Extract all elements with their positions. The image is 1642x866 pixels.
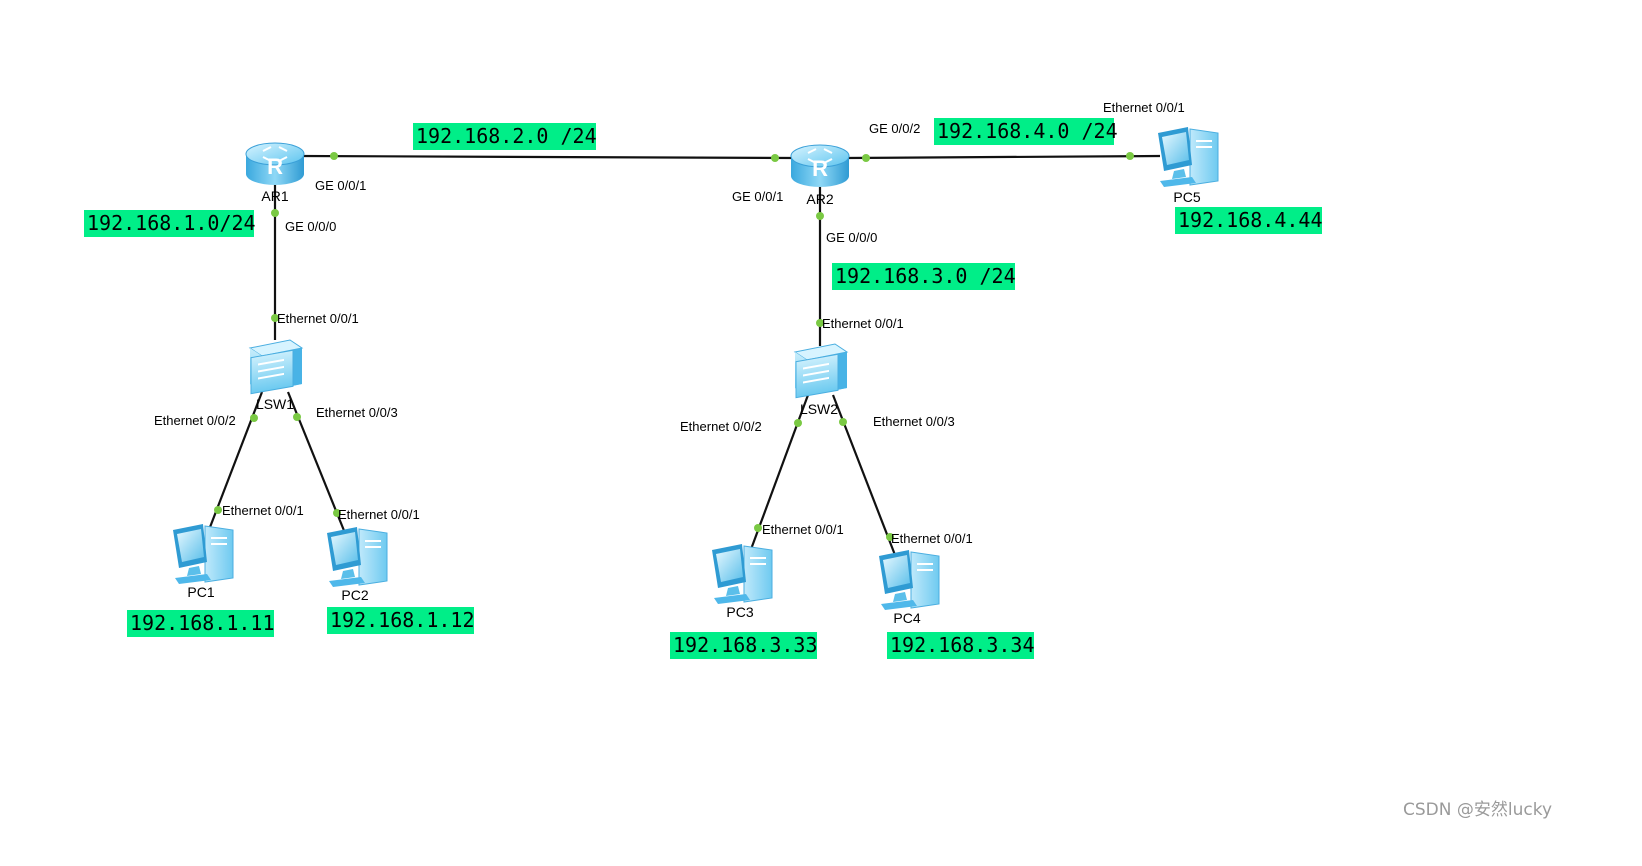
svg-text:192.168.1.11: 192.168.1.11	[130, 611, 275, 635]
port-dot	[794, 419, 802, 427]
ip-label-pc1: 192.168.1.11	[127, 610, 275, 637]
pc-pc5[interactable]	[1157, 126, 1219, 188]
svg-text:192.168.3.34: 192.168.3.34	[890, 633, 1035, 657]
port-label: GE 0/0/0	[826, 230, 877, 245]
port-dot	[271, 209, 279, 217]
pc-icon	[326, 526, 388, 588]
port-label: Ethernet 0/0/3	[873, 414, 955, 429]
device-name-pc1: PC1	[187, 584, 214, 600]
port-dot	[214, 506, 222, 514]
port-dot	[271, 314, 279, 322]
device-name-pc2: PC2	[341, 587, 368, 603]
port-label: GE 0/0/1	[315, 178, 366, 193]
port-label: Ethernet 0/0/3	[316, 405, 398, 420]
switch-lsw2[interactable]	[794, 343, 848, 399]
port-label: GE 0/0/1	[732, 189, 783, 204]
port-dot	[293, 413, 301, 421]
watermark: CSDN @安然lucky	[1403, 800, 1552, 820]
network-labels: 192.168.2.0 /24 192.168.4.0 /24 192.168.…	[84, 118, 1323, 659]
port-dot	[816, 212, 824, 220]
port-label: Ethernet 0/0/1	[222, 503, 304, 518]
svg-text:192.168.3.0 /24: 192.168.3.0 /24	[835, 264, 1016, 288]
device-name-ar1: AR1	[261, 188, 288, 204]
port-dot	[816, 319, 824, 327]
router-ar2[interactable]	[790, 144, 850, 188]
pc-icon	[878, 549, 940, 611]
device-name-lsw1: LSW1	[256, 396, 294, 412]
device-name-lsw2: LSW2	[800, 401, 838, 417]
device-names: AR1 AR2 LSW1 LSW2 PC1 PC2 PC3 PC4 PC5	[187, 188, 1200, 626]
port-dot	[754, 524, 762, 532]
port-label: Ethernet 0/0/1	[822, 316, 904, 331]
device-name-pc4: PC4	[893, 610, 920, 626]
port-dot	[862, 154, 870, 162]
port-dot	[250, 414, 258, 422]
links	[205, 154, 1161, 556]
svg-text:192.168.4.0 /24: 192.168.4.0 /24	[937, 119, 1118, 143]
port-label: Ethernet 0/0/2	[154, 413, 236, 428]
port-label: Ethernet 0/0/1	[1103, 100, 1185, 115]
pc-icon	[172, 523, 234, 585]
router-icon	[790, 144, 850, 188]
pc-pc2[interactable]	[326, 526, 388, 588]
port-label: Ethernet 0/0/1	[762, 522, 844, 537]
port-dot	[771, 154, 779, 162]
switch-lsw1[interactable]	[249, 339, 303, 395]
port-label: Ethernet 0/0/2	[680, 419, 762, 434]
network-label-192-168-2-0: 192.168.2.0 /24	[413, 123, 597, 150]
svg-text:192.168.1.12: 192.168.1.12	[330, 608, 475, 632]
ip-label-pc3: 192.168.3.33	[670, 632, 818, 659]
port-label: Ethernet 0/0/1	[338, 507, 420, 522]
port-dot	[333, 509, 341, 517]
pc-pc3[interactable]	[711, 543, 773, 605]
pc-pc4[interactable]	[878, 549, 940, 611]
port-dot	[330, 152, 338, 160]
router-icon	[245, 142, 305, 186]
port-dot	[1126, 152, 1134, 160]
router-ar1[interactable]	[245, 142, 305, 186]
svg-text:192.168.2.0 /24: 192.168.2.0 /24	[416, 124, 597, 148]
link-ar2-pc5	[844, 154, 1161, 160]
port-label: GE 0/0/2	[869, 121, 920, 136]
ip-label-pc2: 192.168.1.12	[327, 607, 475, 634]
svg-text:192.168.4.44: 192.168.4.44	[1178, 208, 1323, 232]
switch-icon	[249, 339, 303, 395]
device-name-ar2: AR2	[806, 191, 833, 207]
port-label: Ethernet 0/0/1	[891, 531, 973, 546]
device-name-pc5: PC5	[1173, 189, 1200, 205]
link-ar1-ar2	[299, 154, 796, 160]
port-labels: GE 0/0/1 GE 0/0/0 GE 0/0/1 GE 0/0/2 GE 0…	[154, 100, 1185, 546]
port-dot	[839, 418, 847, 426]
pc-icon	[1157, 126, 1219, 188]
network-label-192-168-1-0: 192.168.1.0/24	[84, 210, 256, 237]
network-label-192-168-4-0: 192.168.4.0 /24	[934, 118, 1118, 145]
pc-pc1[interactable]	[172, 523, 234, 585]
port-dot	[886, 533, 894, 541]
port-label: Ethernet 0/0/1	[277, 311, 359, 326]
svg-text:192.168.1.0/24: 192.168.1.0/24	[87, 211, 256, 235]
port-label: GE 0/0/0	[285, 219, 336, 234]
switch-icon	[794, 343, 848, 399]
ip-label-pc4: 192.168.3.34	[887, 632, 1035, 659]
svg-text:192.168.3.33: 192.168.3.33	[673, 633, 818, 657]
pc-icon	[711, 543, 773, 605]
device-name-pc3: PC3	[726, 604, 753, 620]
network-label-192-168-3-0: 192.168.3.0 /24	[832, 263, 1016, 290]
ip-label-pc5: 192.168.4.44	[1175, 207, 1323, 234]
port-dots	[214, 152, 1134, 541]
